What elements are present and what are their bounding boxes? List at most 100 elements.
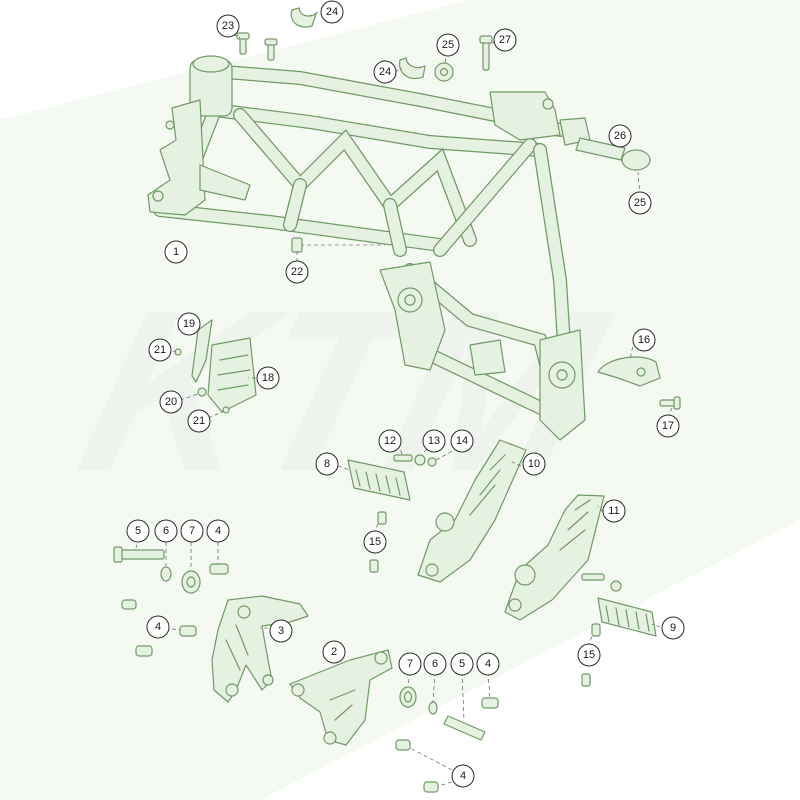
callout-25-right: 25 bbox=[628, 191, 652, 215]
callout-13-label: 13 bbox=[428, 435, 440, 447]
bracket-19 bbox=[192, 320, 212, 382]
callout-8-label: 8 bbox=[324, 458, 330, 470]
callout-25-label: 25 bbox=[442, 39, 454, 51]
callout-5-label: 5 bbox=[459, 658, 465, 670]
callout-17: 17 bbox=[656, 414, 680, 438]
callout-4-label: 4 bbox=[215, 525, 221, 537]
nut-25-top bbox=[435, 63, 453, 81]
callout-4-left-top: 4 bbox=[206, 519, 230, 543]
callout-1-label: 1 bbox=[173, 246, 179, 258]
screw-20 bbox=[198, 388, 206, 396]
heel-guard-16 bbox=[598, 357, 660, 386]
footpeg-bracket-11 bbox=[505, 495, 604, 620]
callout-4-label: 4 bbox=[460, 770, 466, 782]
callout-24-label: 24 bbox=[326, 6, 338, 18]
callout-25-top: 25 bbox=[436, 33, 460, 57]
callout-26: 26 bbox=[608, 124, 632, 148]
callout-4-left: 4 bbox=[146, 615, 170, 639]
callout-20: 20 bbox=[159, 390, 183, 414]
spacer-4-right-top bbox=[482, 698, 498, 708]
footpeg-9 bbox=[598, 598, 656, 636]
washer-14 bbox=[428, 458, 436, 466]
spacer-4-left-a bbox=[122, 600, 136, 609]
callout-6-label: 6 bbox=[163, 525, 169, 537]
callout-16: 16 bbox=[632, 328, 656, 352]
callout-24-label: 24 bbox=[379, 66, 391, 78]
brand-watermark: KTM bbox=[61, 263, 627, 519]
callout-24-lower: 24 bbox=[373, 60, 397, 84]
callout-4-label: 4 bbox=[155, 621, 161, 633]
callout-15-left: 15 bbox=[363, 530, 387, 554]
callout-6-left: 6 bbox=[154, 519, 178, 543]
callout-18-label: 18 bbox=[262, 372, 274, 384]
callout-27-label: 27 bbox=[499, 34, 511, 46]
callout-12: 12 bbox=[378, 429, 402, 453]
callout-4-right-top: 4 bbox=[476, 652, 500, 676]
spacer-4-right-a bbox=[396, 740, 410, 750]
callout-15-right: 15 bbox=[577, 643, 601, 667]
callout-3-label: 3 bbox=[278, 625, 284, 637]
callout-26-label: 26 bbox=[614, 130, 626, 142]
callout-24-top: 24 bbox=[320, 0, 344, 24]
callout-21-label: 21 bbox=[193, 415, 205, 427]
callout-21-top: 21 bbox=[148, 338, 172, 362]
callout-18: 18 bbox=[256, 366, 280, 390]
screw-15-right-b bbox=[582, 674, 590, 686]
callout-22-label: 22 bbox=[291, 266, 303, 278]
callout-11-label: 11 bbox=[608, 505, 619, 517]
callout-10: 10 bbox=[522, 452, 546, 476]
callout-7-left: 7 bbox=[180, 519, 204, 543]
callout-11: 11 bbox=[602, 499, 626, 523]
callout-12-label: 12 bbox=[384, 435, 396, 447]
callout-14-label: 14 bbox=[456, 435, 468, 447]
callout-16-label: 16 bbox=[638, 334, 650, 346]
callout-23: 23 bbox=[216, 14, 240, 38]
callout-4-right-bottom: 4 bbox=[451, 764, 475, 788]
screw-15-lower bbox=[370, 560, 378, 572]
callout-21-bottom: 21 bbox=[187, 409, 211, 433]
bushing-24-lower bbox=[400, 58, 425, 78]
pin-12 bbox=[394, 455, 412, 461]
callout-6-label: 6 bbox=[432, 658, 438, 670]
bolt-pair-23b bbox=[265, 39, 277, 60]
footpeg-8 bbox=[348, 460, 410, 500]
screw-21-bottom bbox=[223, 407, 229, 413]
spring-13 bbox=[415, 455, 425, 465]
bolt-5-left bbox=[114, 547, 164, 562]
callout-13: 13 bbox=[422, 429, 446, 453]
screw-15-right-a bbox=[592, 624, 600, 636]
callout-27: 27 bbox=[493, 28, 517, 52]
callout-7-right: 7 bbox=[398, 652, 422, 676]
callout-20-label: 20 bbox=[165, 396, 177, 408]
bolt-27 bbox=[480, 36, 492, 70]
callout-9-label: 9 bbox=[670, 622, 676, 634]
callout-25-label: 25 bbox=[634, 197, 646, 209]
spacer-4-right-c bbox=[424, 782, 438, 792]
heel-guard-18 bbox=[208, 338, 256, 412]
bolt-5-right bbox=[444, 716, 485, 740]
spacer-4-left-b bbox=[180, 626, 196, 636]
callout-17-label: 17 bbox=[662, 420, 674, 432]
footpeg-bracket-10 bbox=[418, 440, 526, 582]
footrest-bracket-2 bbox=[290, 650, 392, 745]
washer-6-right bbox=[429, 702, 437, 714]
axle-26 bbox=[576, 138, 625, 160]
callout-2-label: 2 bbox=[331, 646, 337, 658]
callout-10-label: 10 bbox=[528, 458, 540, 470]
cap-25-right bbox=[622, 150, 650, 170]
callout-7-label: 7 bbox=[407, 658, 413, 670]
bushing-24-top bbox=[291, 8, 316, 27]
callout-5-left: 5 bbox=[126, 519, 150, 543]
callout-15-label: 15 bbox=[583, 649, 595, 661]
callout-4-label: 4 bbox=[485, 658, 491, 670]
callout-9: 9 bbox=[661, 616, 685, 640]
bolt-17 bbox=[660, 397, 680, 409]
callout-19-label: 19 bbox=[183, 318, 195, 330]
frame-swingarm-pivot bbox=[380, 262, 585, 440]
callout-7-label: 7 bbox=[189, 525, 195, 537]
frame-head-tube bbox=[148, 56, 250, 215]
callout-1: 1 bbox=[164, 240, 188, 264]
clip-22 bbox=[292, 238, 302, 252]
washer-6-left bbox=[161, 567, 171, 581]
